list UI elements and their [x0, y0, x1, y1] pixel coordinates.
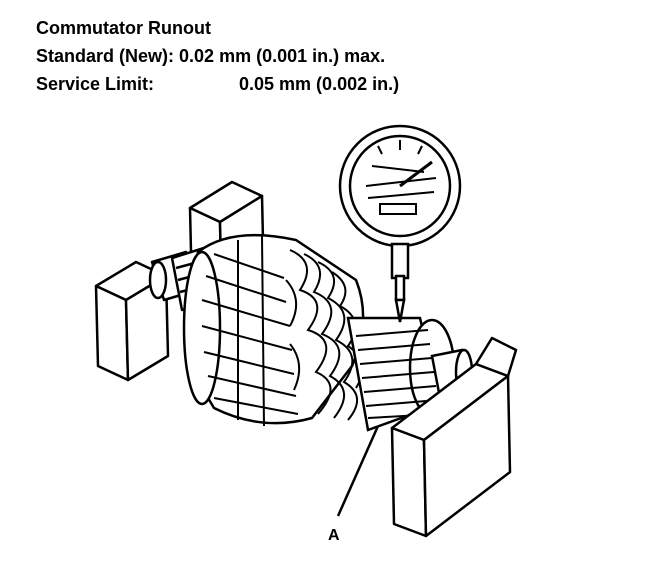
standard-label: Standard (New): [36, 46, 175, 66]
service-limit-row: Service Limit: 0.05 mm (0.002 in.) [36, 70, 399, 98]
core-stripes [201, 235, 299, 427]
service-limit-label: Service Limit: [36, 74, 155, 94]
commutator-segments [355, 329, 441, 419]
left-v-block [94, 260, 170, 382]
winding-end [285, 249, 364, 421]
standard-value: 0.02 mm (0.001 in.) max. [179, 46, 386, 66]
spec-heading: Commutator Runout [36, 18, 211, 38]
service-limit-value: 0.05 mm (0.002 in.) [239, 74, 400, 94]
spec-block: Commutator Runout Standard (New): 0.02 m… [36, 14, 399, 98]
callout-leader [336, 425, 380, 517]
callout-a: A [328, 527, 340, 544]
right-v-block [390, 336, 518, 538]
dial-needle [399, 160, 433, 188]
dial-face-markings [365, 140, 437, 215]
standard-row: Standard (New): 0.02 mm (0.001 in.) max. [36, 42, 399, 70]
